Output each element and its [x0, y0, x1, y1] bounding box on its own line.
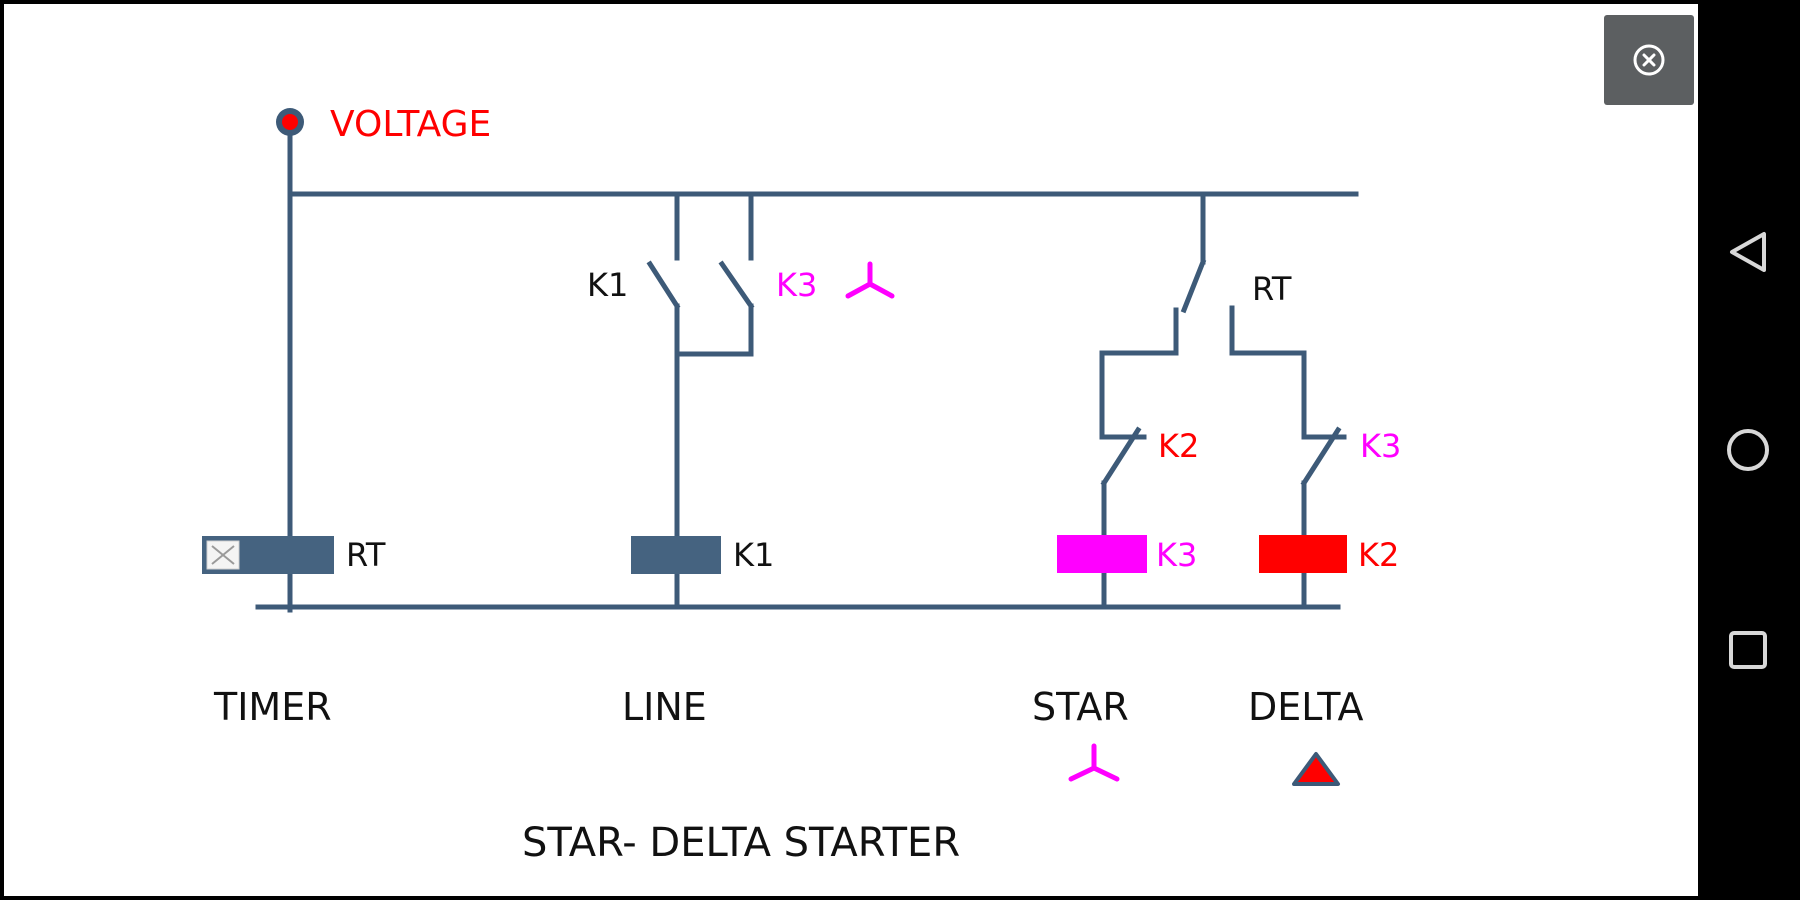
star-coil [1057, 535, 1147, 573]
timer-coil-x-icon [211, 545, 235, 565]
voltage-label: VOLTAGE [330, 104, 491, 145]
star-delta-circuit-diagram: VOLTAGE K1 K3 RT K2 K3 RT K1 K3 K2 TIMER… [202, 104, 1401, 866]
star-coil-label: K3 [1156, 536, 1197, 574]
rt-star-leg [1099, 307, 1179, 440]
star-wye-icon [1068, 743, 1120, 782]
line-k3-contact-label: K3 [776, 266, 817, 304]
recents-button[interactable] [1718, 620, 1778, 680]
rt-contact-blade [1180, 258, 1207, 314]
home-button[interactable] [1718, 420, 1778, 480]
rt-delta-leg [1229, 305, 1307, 440]
line-parallel-join [674, 303, 754, 357]
delta-branch-label: DELTA [1248, 685, 1363, 729]
star-branch-label: STAR [1032, 685, 1129, 729]
delta-interlock-label: K3 [1360, 427, 1401, 465]
android-navigation-bar [1698, 0, 1800, 900]
star-interlock-label: K2 [1158, 427, 1199, 465]
timer-contact-label: RT [1252, 270, 1292, 308]
home-icon [1727, 429, 1769, 471]
diagram-title: STAR- DELTA STARTER [522, 820, 960, 866]
star-interlock-blade [1100, 426, 1142, 487]
line-k3-contact-blade [718, 260, 755, 310]
delta-interlock-blade [1300, 426, 1342, 487]
back-button[interactable] [1718, 222, 1778, 282]
line-k1-contact-blade [646, 260, 681, 310]
close-circle-icon [1633, 44, 1665, 76]
timer-coil-label: RT [346, 536, 386, 574]
recents-icon [1729, 631, 1767, 669]
close-button[interactable] [1604, 15, 1694, 105]
line-branch-label: LINE [622, 685, 707, 729]
line-coil [631, 536, 721, 574]
voltage-terminal-dot [282, 114, 298, 130]
app-screen: VOLTAGE K1 K3 RT K2 K3 RT K1 K3 K2 TIMER… [4, 4, 1698, 896]
delta-coil-label: K2 [1358, 536, 1399, 574]
delta-triangle-icon [1292, 752, 1340, 786]
delta-coil [1259, 535, 1347, 573]
star-symbol-icon [845, 261, 895, 299]
line-k1-contact-label: K1 [587, 266, 628, 304]
back-icon [1730, 232, 1766, 272]
timer-branch-label: TIMER [213, 685, 332, 729]
line-coil-label: K1 [733, 536, 774, 574]
